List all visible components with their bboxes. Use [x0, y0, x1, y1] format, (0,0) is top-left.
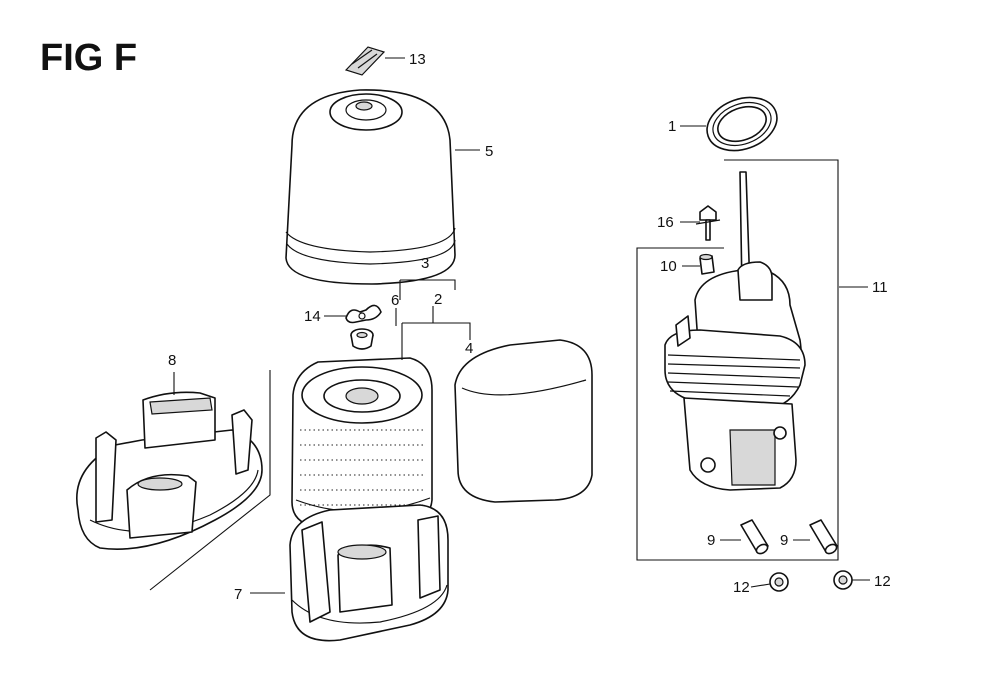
callout-5: 5	[485, 143, 493, 160]
part-11-elbow-assembly	[636, 159, 839, 561]
callout-2: 2	[434, 291, 442, 308]
figure-title: FIG F	[40, 37, 137, 79]
part-12-nut-right	[833, 570, 853, 590]
callout-10: 10	[660, 258, 677, 275]
part-1-gasket	[706, 96, 778, 152]
part-14-wing-nut	[345, 304, 382, 324]
callout-14: 14	[304, 308, 321, 325]
part-5-cover	[285, 89, 456, 285]
part-9-tube-right	[809, 519, 838, 555]
part-7-case	[289, 504, 449, 642]
part-6-grommet	[350, 328, 374, 350]
callout-9-right: 9	[780, 532, 788, 549]
callout-4: 4	[465, 340, 473, 357]
callout-7: 7	[234, 586, 242, 603]
callout-8: 8	[168, 352, 176, 369]
callout-1: 1	[668, 118, 676, 135]
callout-6: 6	[391, 292, 399, 309]
callout-9-left: 9	[707, 532, 715, 549]
callout-16: 16	[657, 214, 674, 231]
callout-12-left: 12	[733, 579, 750, 596]
callout-11: 11	[872, 279, 888, 296]
callout-3: 3	[421, 255, 429, 272]
part-10-collar	[699, 253, 715, 275]
part-12-nut-left	[769, 572, 789, 592]
callout-13: 13	[409, 51, 426, 68]
part-4-foam-element	[454, 339, 593, 503]
callout-12-right: 12	[874, 573, 891, 590]
part-16-bolt	[695, 205, 721, 241]
leader-lines	[173, 57, 870, 594]
part-13-clip	[344, 46, 386, 76]
part-8-plate	[76, 370, 271, 591]
part-2-element	[291, 357, 433, 529]
part-9-tube-left	[740, 519, 769, 555]
